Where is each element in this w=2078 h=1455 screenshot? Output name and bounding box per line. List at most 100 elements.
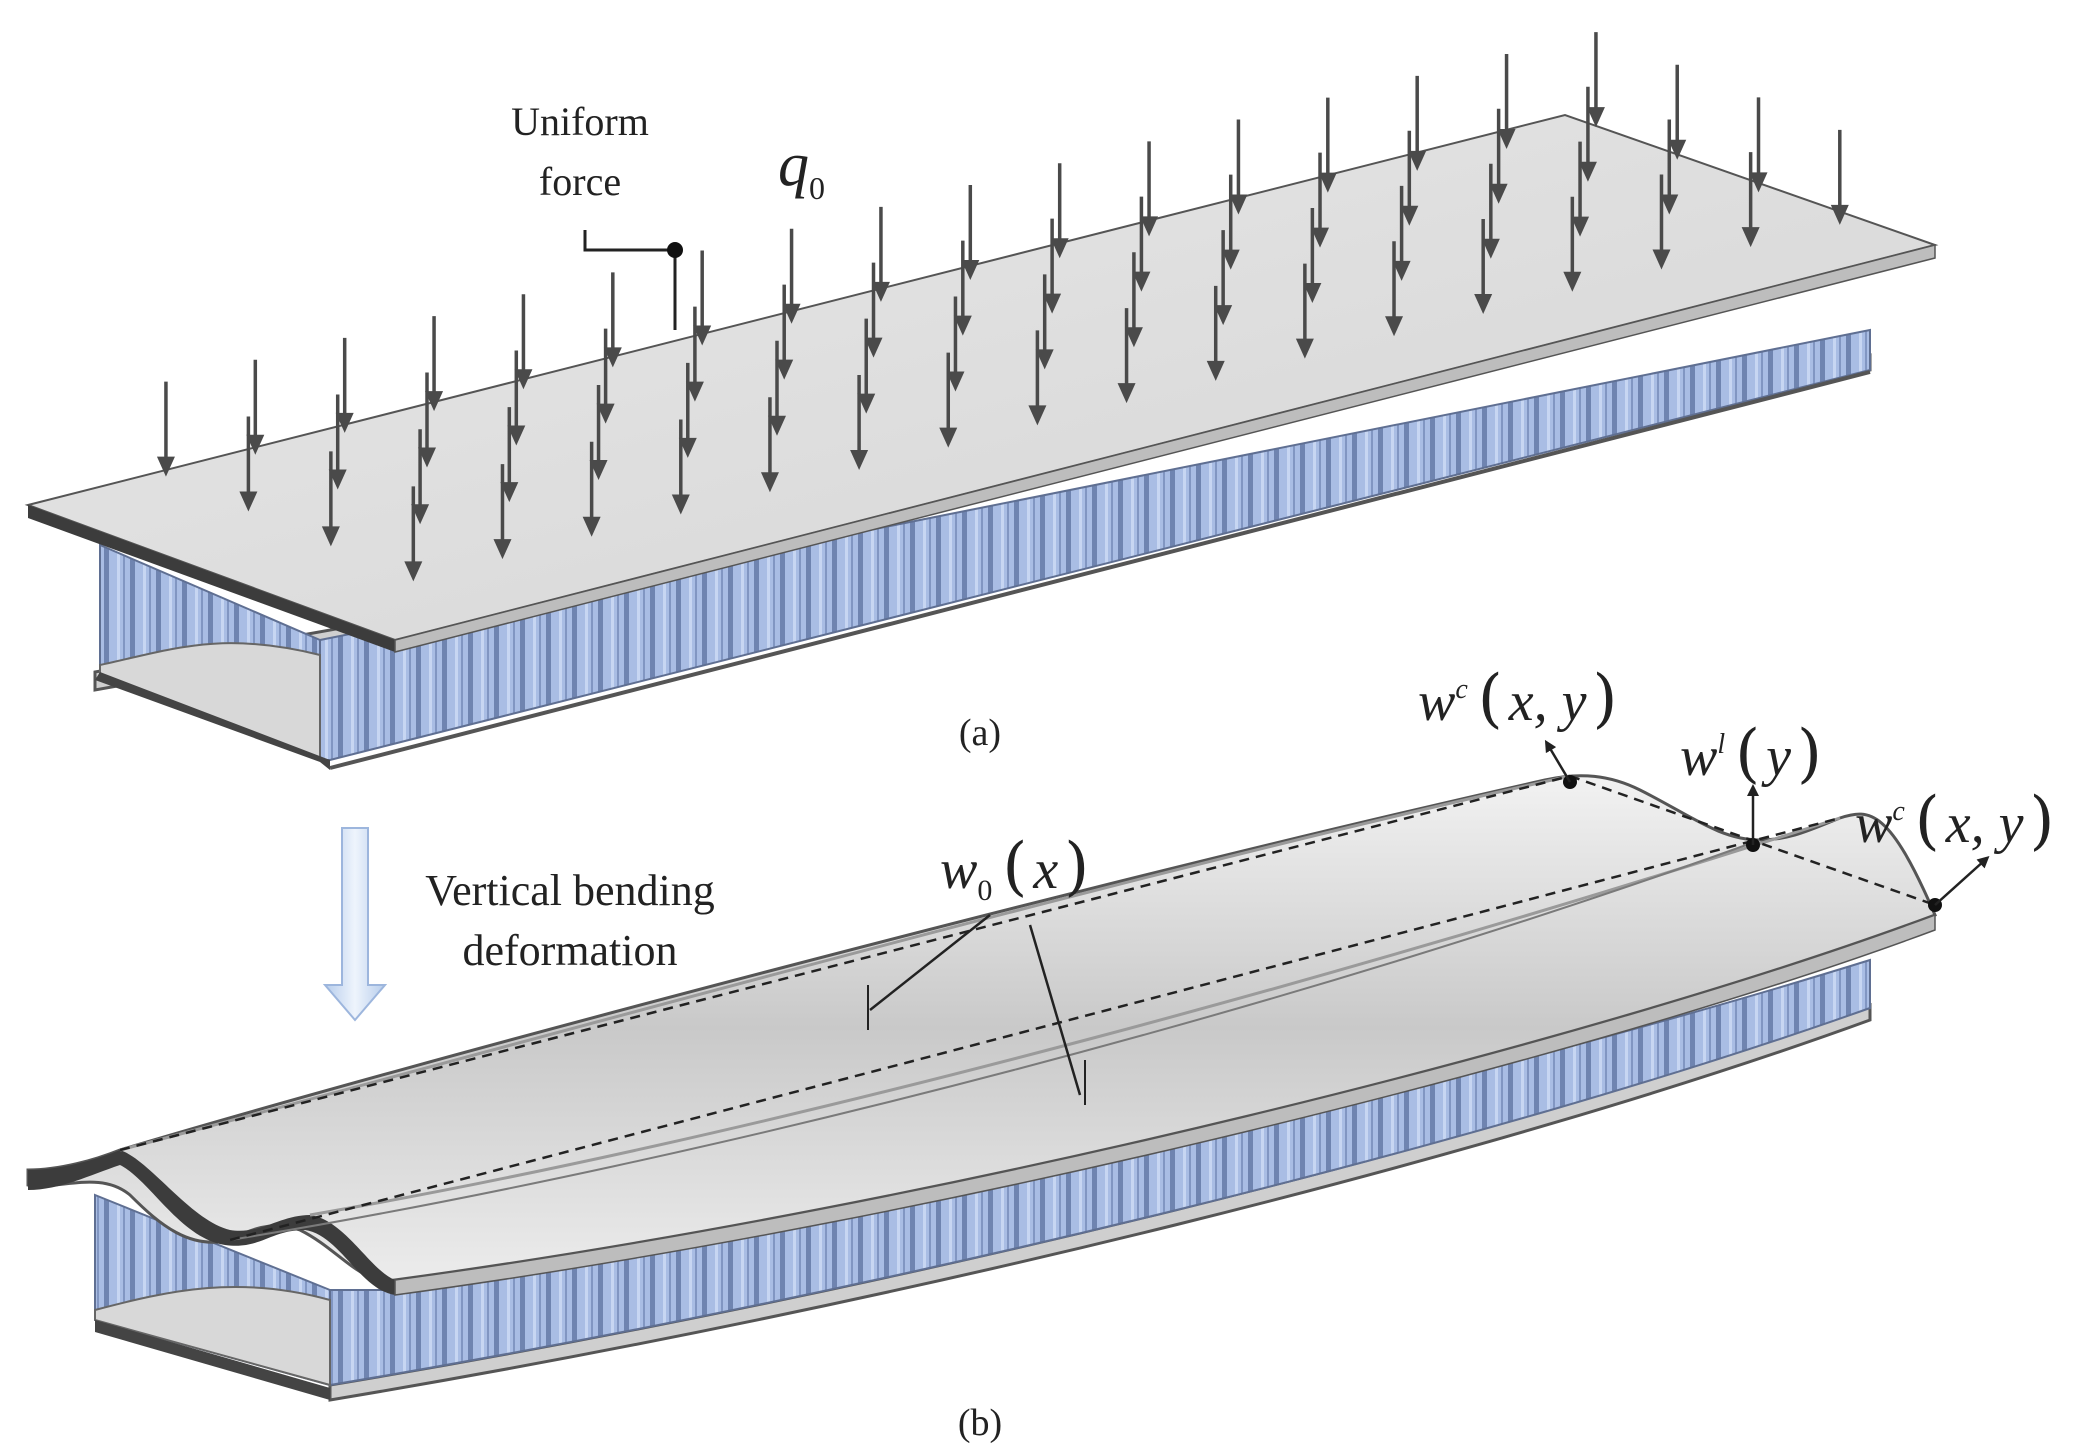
load-arrow-head bbox=[411, 504, 430, 525]
load-arrow-head bbox=[1392, 260, 1411, 281]
q-subscript: 0 bbox=[809, 170, 825, 206]
bottom-face-plate-end bbox=[95, 672, 330, 770]
load-arrow-head bbox=[760, 472, 779, 493]
w0-subscript: 0 bbox=[977, 874, 992, 907]
wc-left-open-paren: ( bbox=[1478, 662, 1503, 736]
load-arrow-head bbox=[1206, 360, 1225, 381]
load-arrow-head bbox=[1221, 249, 1240, 270]
load-arrow-head bbox=[1400, 205, 1419, 226]
wc-right-superscript: c bbox=[1892, 796, 1905, 827]
load-arrow-head bbox=[500, 482, 519, 503]
load-symbol-q0: q0 bbox=[778, 131, 825, 206]
wc-left-superscript: c bbox=[1455, 674, 1468, 705]
wc-left-arrow bbox=[1544, 739, 1572, 783]
load-arrow-head bbox=[1028, 405, 1047, 426]
w0-leader-1 bbox=[869, 914, 991, 1011]
load-arrow-head bbox=[514, 369, 533, 390]
wl-label: wl (y) bbox=[1680, 717, 1822, 791]
load-arrow-head bbox=[671, 494, 690, 515]
load-arrow-head bbox=[693, 325, 712, 346]
wc-right-arrow bbox=[1934, 855, 1990, 906]
load-arrow-head bbox=[678, 437, 697, 458]
wl-open-paren: ( bbox=[1735, 717, 1760, 791]
down-arrow-icon bbox=[322, 827, 388, 1022]
load-arrow-head bbox=[1668, 139, 1687, 160]
trough-line bbox=[229, 839, 1761, 1241]
load-arrow-head bbox=[1214, 305, 1233, 326]
load-arrow-head bbox=[1578, 161, 1597, 182]
load-arrow-head bbox=[589, 460, 608, 481]
load-arrow-head bbox=[1830, 204, 1849, 225]
load-arrow-head bbox=[1489, 183, 1508, 204]
load-arrow-head bbox=[1586, 107, 1605, 128]
load-arrow-head bbox=[1481, 238, 1500, 259]
top-plate-front-edge-bent bbox=[28, 1150, 395, 1295]
load-arrow-head bbox=[603, 347, 622, 368]
load-arrow-head bbox=[1318, 172, 1337, 193]
w0-argument: x bbox=[1032, 839, 1058, 901]
load-arrow-head bbox=[1749, 172, 1768, 193]
load-arrow-head bbox=[328, 469, 347, 490]
uniform-force-leader-dot bbox=[667, 242, 683, 258]
load-arrow-head bbox=[685, 381, 704, 402]
top-face-plate-edge bbox=[28, 505, 395, 652]
load-arrow-head bbox=[864, 337, 883, 358]
load-arrow-head bbox=[596, 403, 615, 424]
load-arrow-head bbox=[1295, 338, 1314, 359]
load-arrow-head bbox=[1385, 316, 1404, 337]
load-arrow-head bbox=[1474, 294, 1493, 315]
panel-a: Uniform force q0 (a) bbox=[24, 32, 1939, 770]
load-arrow-head bbox=[1303, 282, 1322, 303]
wl-argument: y bbox=[1761, 726, 1791, 788]
load-arrow-head bbox=[1050, 238, 1069, 259]
wc-right-close-paren: ) bbox=[2029, 784, 2054, 858]
uniform-force-label-line2: force bbox=[539, 159, 621, 204]
q-symbol: q bbox=[778, 131, 809, 199]
load-arrow-head bbox=[246, 434, 265, 455]
load-arrow-head bbox=[782, 303, 801, 324]
w0-label: w0 (x) bbox=[940, 830, 1089, 907]
top-plate-side-edge-bent bbox=[394, 913, 1936, 1296]
load-arrow-head bbox=[404, 561, 423, 582]
load-arrow-head bbox=[871, 281, 890, 302]
load-arrow-head bbox=[1124, 327, 1143, 348]
wc-left-close-paren: ) bbox=[1592, 662, 1617, 736]
load-arrow-head bbox=[953, 315, 972, 336]
wc-right-argument: x, y bbox=[1945, 793, 2024, 855]
transition-label-line1: Vertical bending bbox=[425, 866, 715, 915]
core-end-cutout-bent bbox=[94, 1285, 331, 1387]
reference-line-middle bbox=[229, 816, 1841, 1242]
bottom-plate-end-bent bbox=[95, 1320, 330, 1400]
wc-left-symbol: w bbox=[1418, 671, 1455, 733]
load-arrow-head bbox=[1660, 194, 1679, 215]
load-arrow-head bbox=[857, 393, 876, 414]
wl-superscript: l bbox=[1717, 729, 1725, 760]
reference-line-left bbox=[119, 774, 1571, 1152]
wl-close-paren: ) bbox=[1797, 717, 1822, 791]
load-arrow-head bbox=[493, 539, 512, 560]
w0-open-paren: ( bbox=[1002, 830, 1027, 904]
load-arrow-head bbox=[1652, 249, 1671, 270]
wc-left-label: wc (x, y) bbox=[1418, 662, 1617, 736]
load-arrow-head bbox=[939, 427, 958, 448]
w0-symbol: w bbox=[940, 839, 977, 901]
uniform-force-label-line1: Uniform bbox=[511, 99, 649, 144]
uniform-force-leader bbox=[583, 230, 677, 330]
panel-b: w0(x) wc(x, y) wl(y) wc(x, y) (b) bbox=[26, 662, 2054, 1444]
wl-symbol: w bbox=[1680, 726, 1717, 788]
panel-b-caption: (b) bbox=[958, 1402, 1002, 1444]
load-arrow-head bbox=[1311, 227, 1330, 248]
load-arrow-head bbox=[1408, 150, 1427, 171]
load-arrow-head bbox=[961, 260, 980, 281]
load-arrow-head bbox=[239, 491, 258, 512]
load-arrow-head bbox=[1497, 129, 1516, 150]
crest-line-right bbox=[309, 816, 1841, 1217]
w0-leader-2 bbox=[1028, 924, 1082, 1096]
wc-left-argument: x, y bbox=[1508, 671, 1587, 733]
load-arrow-head bbox=[582, 516, 601, 537]
transition: Vertical bending deformation bbox=[322, 827, 715, 1022]
w0-close-paren: ) bbox=[1064, 830, 1089, 904]
load-arrow-head bbox=[1132, 271, 1151, 292]
load-arrow-head bbox=[335, 412, 354, 433]
